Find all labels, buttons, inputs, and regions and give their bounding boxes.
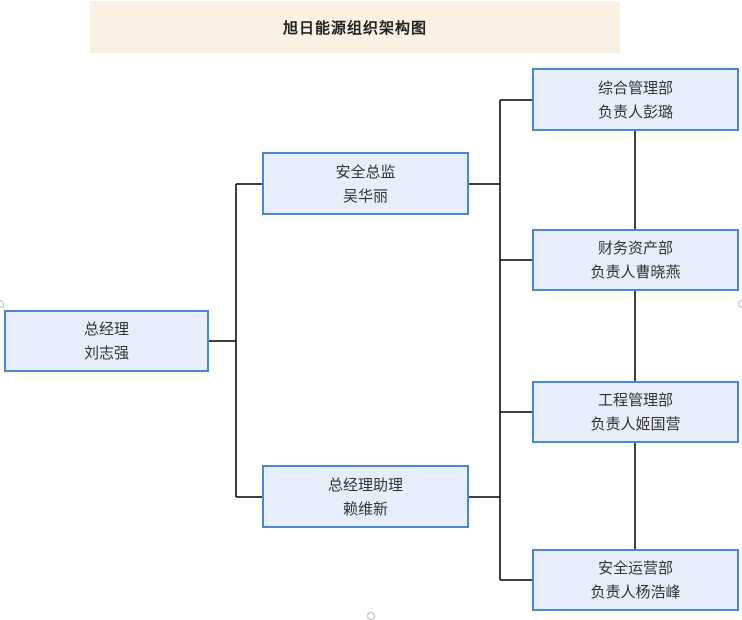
node-general-manager[interactable]: 总经理 刘志强 [4, 310, 209, 372]
node-role: 安全总监 [335, 162, 396, 181]
node-person: 负责人杨浩峰 [590, 583, 681, 601]
node-gm-assistant[interactable]: 总经理助理 赖维新 [262, 465, 469, 528]
node-finance-dept[interactable]: 财务资产部 负责人曹晓燕 [532, 229, 739, 291]
node-role: 总经理 [83, 320, 129, 338]
node-person: 负责人曹晓燕 [590, 263, 681, 281]
node-person: 刘志强 [83, 344, 129, 362]
canvas-handle-right[interactable] [738, 300, 742, 308]
node-engineering-dept[interactable]: 工程管理部 负责人姬国营 [532, 381, 739, 443]
node-person: 负责人彭璐 [597, 102, 673, 121]
chart-title: 旭日能源组织架构图 [282, 18, 427, 37]
node-role: 安全运营部 [597, 559, 673, 577]
node-role: 综合管理部 [597, 78, 673, 97]
node-safety-ops-dept[interactable]: 安全运营部 负责人杨浩峰 [532, 549, 739, 611]
node-role: 工程管理部 [597, 391, 673, 409]
node-safety-director[interactable]: 安全总监 吴华丽 [262, 152, 469, 215]
node-role: 财务资产部 [597, 239, 673, 257]
node-role: 总经理助理 [327, 475, 403, 494]
node-admin-dept[interactable]: 综合管理部 负责人彭璐 [532, 68, 739, 131]
node-person: 赖维新 [342, 499, 388, 518]
title-banner: 旭日能源组织架构图 [90, 1, 620, 53]
canvas-handle-bottom[interactable] [367, 612, 375, 620]
node-person: 吴华丽 [342, 186, 388, 205]
node-person: 负责人姬国营 [590, 415, 681, 433]
